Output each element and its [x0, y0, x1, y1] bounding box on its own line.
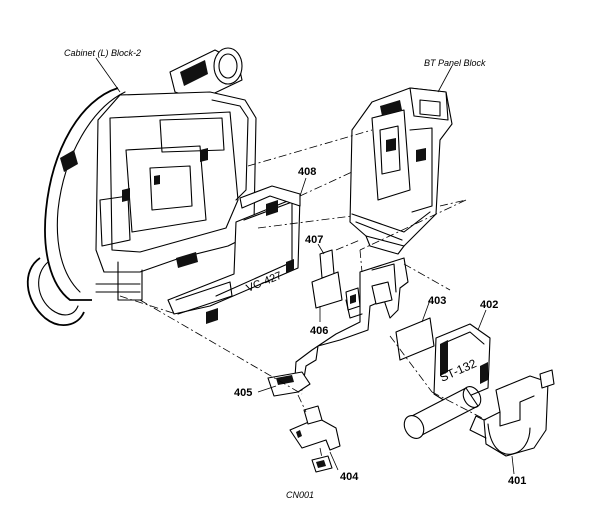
bt-panel-block-assembly: [349, 87, 453, 255]
part-407-label: 407: [305, 234, 323, 246]
flexible-cable-406: [311, 271, 361, 311]
frame-bracket: [293, 257, 409, 393]
part-406-label: 406: [310, 325, 328, 337]
part-403-label: 403: [428, 295, 446, 307]
assembly-guide-lines: [119, 129, 487, 459]
bt-panel-block-label: BT Panel Block: [424, 58, 486, 68]
cn001-label: CN001: [286, 490, 314, 500]
cabinet-block-label: Cabinet (L) Block-2: [64, 48, 141, 58]
cabinet-l-block-assembly: [26, 47, 257, 326]
connector-cn001: [311, 455, 333, 473]
part-408-label: 408: [298, 166, 316, 178]
part-401-label: 401: [508, 475, 526, 487]
vc-427-board: VC-427: [167, 185, 301, 324]
st-132-board-402: ST-132: [433, 323, 491, 405]
part-402-label: 402: [480, 299, 498, 311]
bt-holder-401: [469, 369, 555, 457]
part-405-label: 405: [234, 387, 252, 399]
insulator-403: [395, 317, 435, 361]
holder-405: [267, 371, 311, 397]
part-404-label: 404: [340, 471, 359, 483]
battery-cylinder: [403, 386, 482, 439]
leader-lines: [95, 57, 515, 475]
bracket-404: [289, 405, 341, 451]
